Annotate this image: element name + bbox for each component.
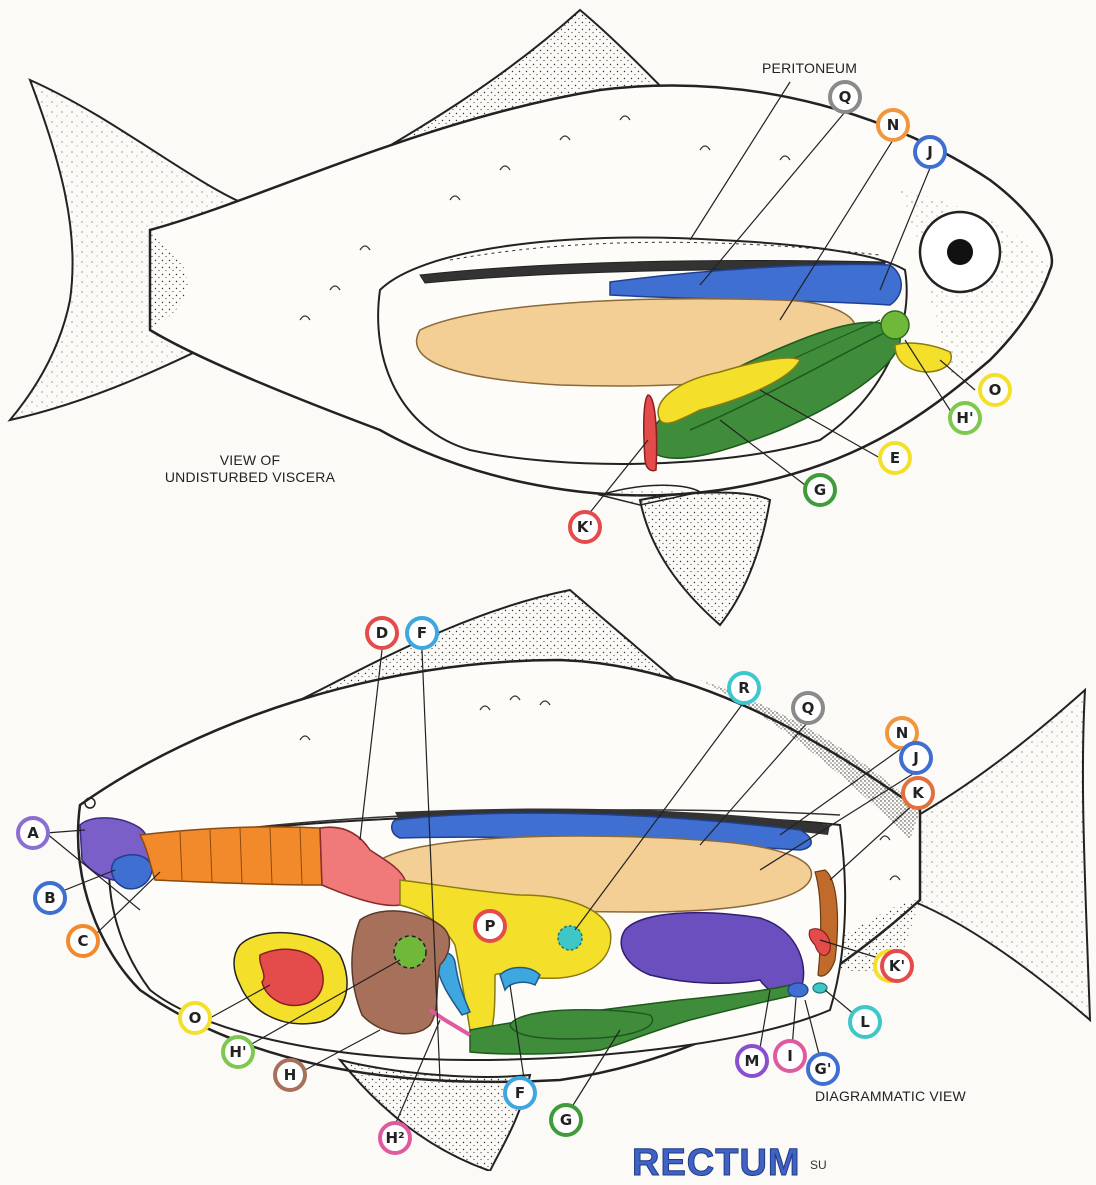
bottom-badge-21: I (775, 1041, 805, 1071)
peritoneum-caption: PERITONEUM (762, 60, 857, 77)
top-badge-letter: H' (956, 409, 973, 427)
bottom-badge-6: K (903, 778, 933, 808)
bottom-badge-letter: G' (815, 1060, 832, 1078)
bottom-badge-letter: O (189, 1009, 202, 1027)
bottom-badge-1: F (407, 618, 437, 648)
top-badge-2: J (915, 137, 945, 167)
bottom-badge-20: M (737, 1046, 767, 1076)
bottom-badge-letter: G (560, 1111, 572, 1129)
bottom-tail-fin (910, 690, 1090, 1020)
top-badge-letter: O (989, 381, 1002, 399)
bottom-badge-letter: K' (889, 957, 905, 975)
bottom-badge-12: O (180, 1003, 210, 1033)
bottom-badge-letter: C (77, 932, 88, 950)
bottom-badge-letter: D (376, 624, 388, 642)
top-anal-fin (640, 493, 770, 626)
bottom-badge-letter: H' (229, 1043, 246, 1061)
bottom-pelvic-fin (340, 1060, 530, 1171)
top-view-caption-line1: VIEW OF (150, 452, 350, 469)
top-badge-1: N (878, 110, 908, 140)
bottom-badge-3: Q (793, 693, 823, 723)
top-view-caption-line2: UNDISTURBED VISCERA (150, 469, 350, 486)
bottom-anus-cyan (813, 983, 827, 993)
bottom-badge-letter: N (896, 724, 909, 742)
bottom-badge-11: P (475, 911, 505, 941)
footer-title: RECTUM (632, 1142, 801, 1185)
top-badge-letter: K' (577, 518, 593, 536)
bottom-badge-letter: F (515, 1084, 525, 1102)
top-badge-letter: J (926, 143, 933, 161)
top-badge-letter: G (814, 481, 826, 499)
bottom-badge-letter: M (745, 1052, 760, 1070)
bottom-badge-letter: H² (385, 1129, 404, 1147)
bottom-gallbladder (394, 936, 426, 968)
bottom-badge-letter: L (860, 1013, 870, 1031)
top-fish (10, 10, 1052, 625)
top-badge-letter: Q (839, 88, 852, 106)
bottom-badge-15: H² (380, 1123, 410, 1153)
top-badge-4: H' (950, 403, 980, 433)
bottom-badge-letter: R (738, 679, 750, 697)
footer-title-suffix: SU (810, 1158, 827, 1172)
top-gallbladder (881, 311, 909, 339)
bottom-badge-letter: J (912, 749, 919, 767)
bottom-fish (46, 590, 1090, 1171)
bottom-pyloric-cyan (558, 926, 582, 950)
bottom-badge-letter: A (27, 824, 39, 842)
bottom-badge-5: J (901, 743, 931, 773)
bottom-badge-2: R (729, 673, 759, 703)
bottom-badge-16: F (505, 1078, 535, 1108)
bottom-badge-letter: H (284, 1066, 297, 1084)
top-badge-6: G (805, 475, 835, 505)
bottom-badge-letter: I (787, 1047, 793, 1065)
bottom-badge-letter: F (417, 624, 427, 642)
bottom-badge-14: H (275, 1060, 305, 1090)
top-badge-7: K' (570, 512, 600, 542)
bottom-badge-8: B (35, 883, 65, 913)
bottom-badge-9: C (68, 926, 98, 956)
top-badge-letter: E (890, 449, 900, 467)
bottom-badge-letter: Q (802, 699, 815, 717)
top-badge-0: Q (830, 82, 860, 112)
bottom-badge-7: A (18, 818, 48, 848)
bottom-badge-13: H' (223, 1037, 253, 1067)
top-badge-3: O (980, 375, 1010, 405)
bottom-view-caption: DIAGRAMMATIC VIEW (815, 1088, 966, 1105)
bottom-badge-letter: K (912, 784, 925, 802)
bottom-badge-0: D (367, 618, 397, 648)
top-badge-letter: N (887, 116, 900, 134)
bottom-badge-19: L (850, 1007, 880, 1037)
bottom-badge-17: G (551, 1105, 581, 1135)
bottom-badge-22: G' (808, 1054, 838, 1084)
top-badge-5: E (880, 443, 910, 473)
bottom-badge-letter: B (44, 889, 55, 907)
bottom-rectum-blue (788, 983, 808, 997)
bottom-badge-letter: P (485, 917, 496, 935)
bottom-esophagus (140, 827, 322, 885)
bottom-badge-18: K' (882, 951, 912, 981)
